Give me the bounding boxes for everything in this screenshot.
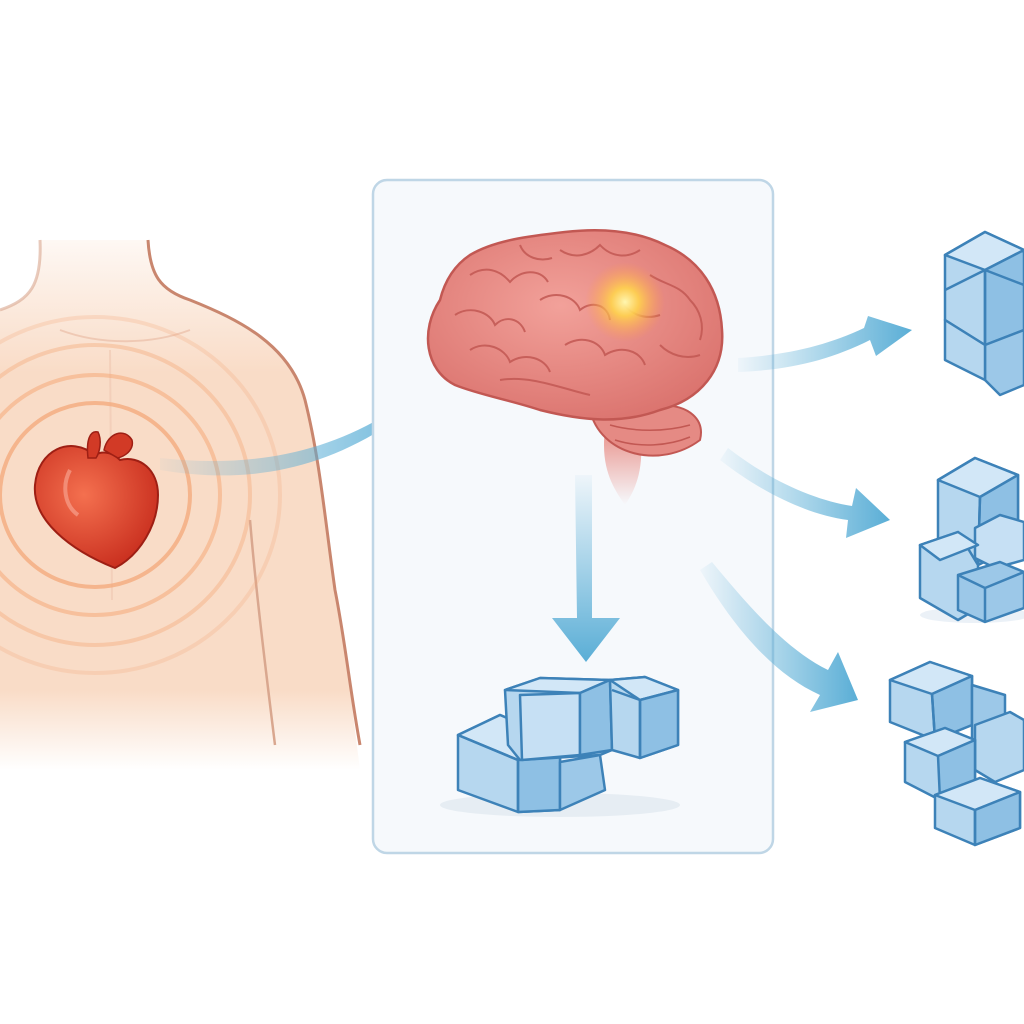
arrow-brain-to-right-block-bottom [700,562,858,712]
block-cluster-icon [918,456,1024,624]
block-cluster-icon [943,230,1024,397]
human-torso-icon [0,239,362,770]
arrow-brain-to-right-block-top [738,316,912,372]
brain-icon [426,228,724,505]
block-cluster-icon [440,675,680,817]
block-cluster-icon [888,660,1024,847]
arrow-brain-to-right-block-middle [720,448,890,538]
arrow-brain-to-panel-block [552,475,620,662]
brain-activation-glow [585,262,665,342]
heart-icon [33,431,160,570]
signal-rings [0,315,282,675]
